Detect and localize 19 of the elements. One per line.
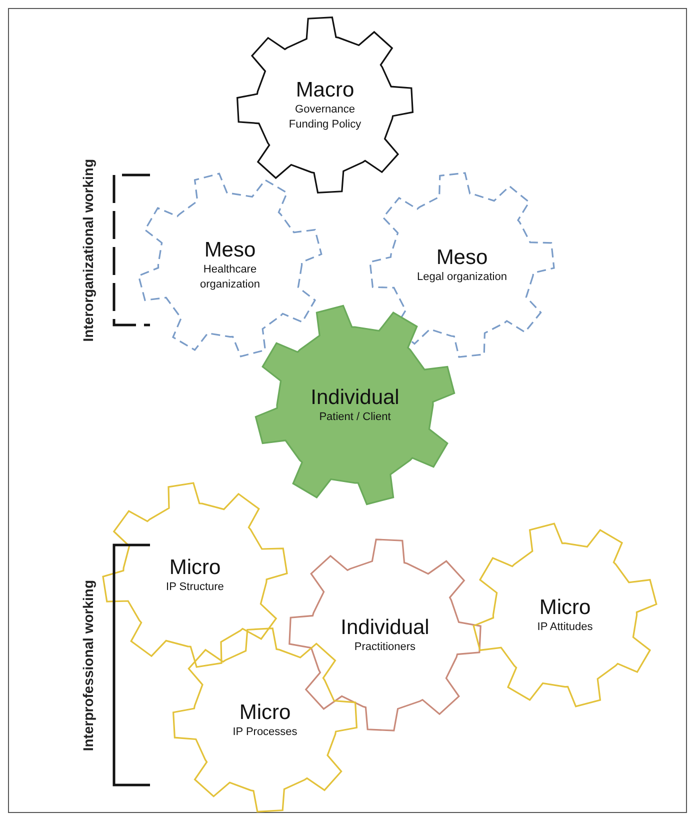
gear-text: Healthcare organization [199, 262, 261, 292]
gear-heading: Meso [436, 244, 488, 270]
gear-heading: Macro [296, 78, 354, 103]
gear-text: Practitioners [353, 640, 417, 656]
gear [99, 479, 291, 671]
gear-heading: Micro [539, 594, 591, 620]
gear-heading: Micro [239, 700, 291, 726]
gear-text: IP Structure [165, 580, 225, 596]
gear-heading: Individual [340, 614, 430, 640]
gear-heading: Meso [204, 238, 256, 263]
gear-text: IP Attitudes [536, 620, 594, 636]
gear-text: Patient / Client [318, 410, 392, 426]
gear-text: Legal organization [417, 270, 507, 286]
bracket-label: Interorganizational working [80, 158, 96, 342]
gear-text: IP Processes [232, 725, 298, 740]
gear-heading: Individual [310, 384, 400, 410]
gear-heading: Micro [169, 554, 221, 580]
bracket-label: Interprofessional working [80, 580, 96, 751]
gear-text: Governance Funding Policy [288, 102, 362, 132]
